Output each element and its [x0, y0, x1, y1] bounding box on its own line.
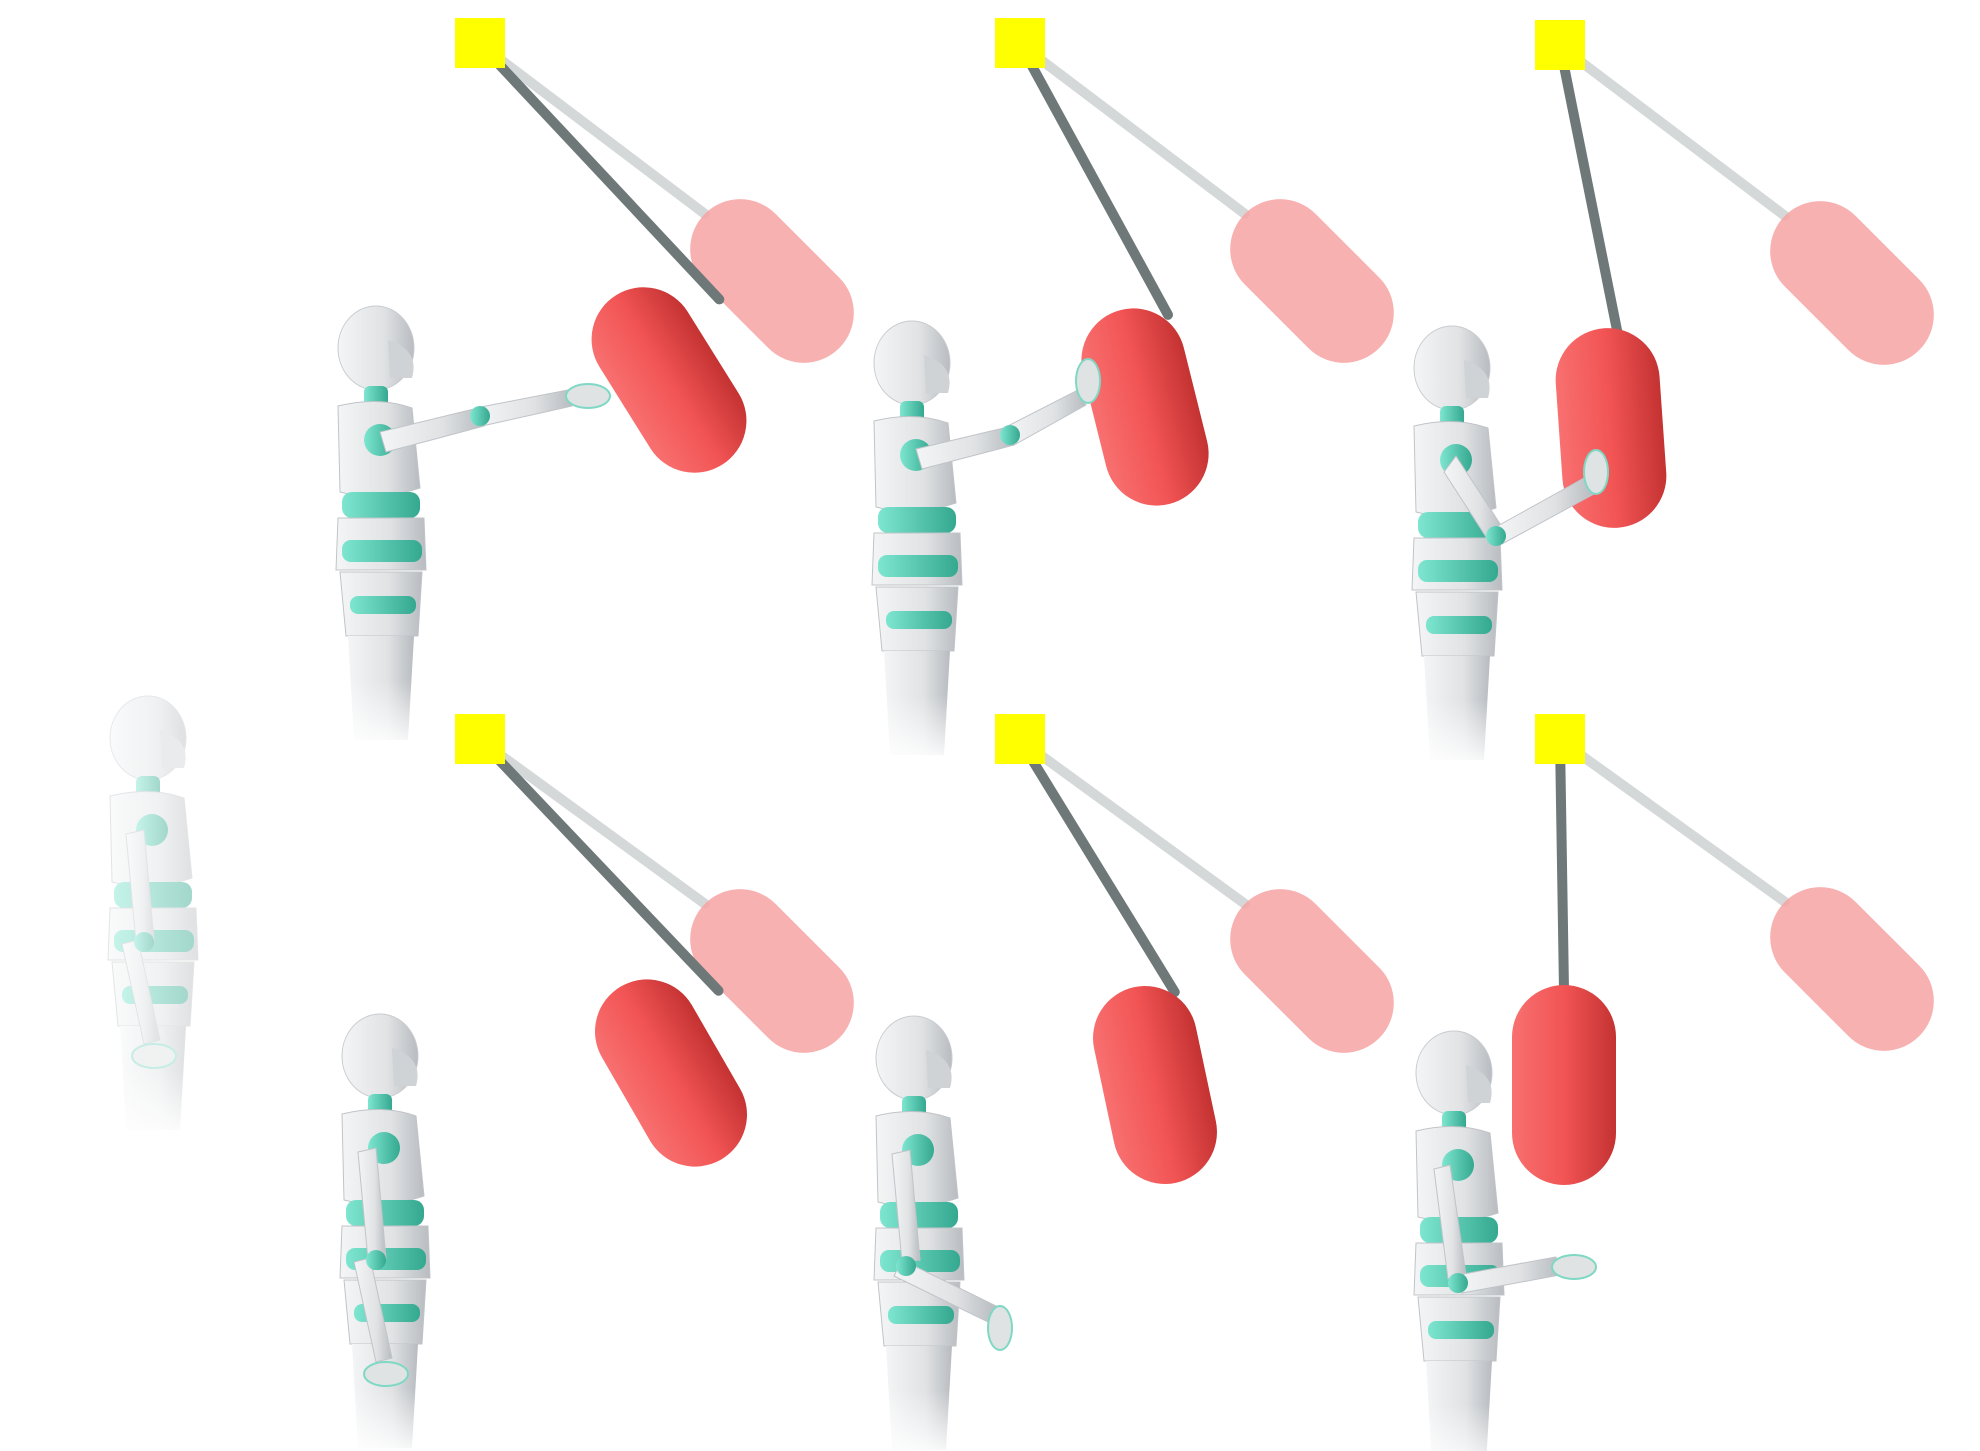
ghost-rope	[475, 735, 710, 909]
faded-robot-icon	[100, 695, 210, 1140]
robot-waist	[342, 492, 420, 518]
humanoid-robot-icon	[1406, 1030, 1597, 1451]
robot-elbow	[896, 1256, 916, 1276]
robot-forearm	[475, 389, 573, 427]
robot-legs-fade	[328, 680, 438, 750]
humanoid-robot-icon	[866, 1015, 1013, 1451]
robot-hip-joint	[1428, 1321, 1494, 1339]
robot-belt	[342, 540, 422, 562]
robot-upper-arm	[1433, 1164, 1467, 1280]
robot-elbow	[1448, 1273, 1468, 1293]
punching-bag-icon	[591, 287, 747, 473]
robot-hip-joint	[886, 611, 952, 629]
ghost-bag-icon	[690, 889, 854, 1053]
robot-waist	[114, 882, 192, 908]
anchor-icon	[1535, 714, 1585, 764]
robot-visor	[160, 730, 186, 768]
robot-hand	[987, 1305, 1013, 1351]
robot-elbow	[1486, 526, 1506, 546]
ghost-rope	[475, 39, 710, 219]
robot-legs-fade	[1404, 700, 1514, 770]
robot-legs-fade	[100, 1070, 210, 1140]
robot-hand	[1075, 358, 1101, 404]
robot-hand	[565, 383, 611, 409]
anchor-icon	[455, 18, 505, 68]
anchor-icon	[455, 714, 505, 764]
frame-6	[1406, 714, 1934, 1451]
humanoid-robot-icon	[1404, 325, 1609, 770]
rope	[475, 39, 725, 305]
robot-legs-fade	[864, 695, 974, 765]
robot-visor	[392, 1048, 418, 1086]
robot-hip-joint	[888, 1306, 954, 1324]
robot-hand	[363, 1361, 409, 1387]
robot-visor	[1464, 360, 1490, 398]
ghost-rope	[1555, 41, 1790, 221]
robot-hand	[131, 1043, 177, 1069]
robot-belt	[878, 555, 958, 577]
rope	[1015, 39, 1173, 320]
humanoid-robot-icon	[328, 305, 611, 750]
robot-visor	[926, 1050, 952, 1088]
anchor-icon	[1535, 20, 1585, 70]
anchor-icon	[995, 714, 1045, 764]
ghost-rope	[1015, 39, 1250, 219]
rope	[1555, 735, 1569, 995]
rope	[1555, 41, 1623, 339]
rope	[475, 735, 724, 996]
ghost-bag-icon	[1770, 201, 1934, 365]
robot-legs-fade	[1406, 1405, 1516, 1451]
punching-bag-icon	[1081, 308, 1209, 506]
robot-waist	[346, 1200, 424, 1226]
robot-waist	[880, 1202, 958, 1228]
robot-hand	[1583, 449, 1609, 495]
frame-2	[864, 18, 1394, 765]
ghost-rope	[1555, 735, 1790, 907]
robot-elbow	[366, 1250, 386, 1270]
robot-elbow	[470, 406, 490, 426]
ghost-bag-icon	[1770, 887, 1934, 1051]
robot-visor	[924, 355, 950, 393]
rope	[1015, 735, 1180, 998]
robot-hand	[1551, 1254, 1597, 1280]
robot-legs-fade	[332, 1388, 442, 1451]
robot-elbow	[1000, 425, 1020, 445]
robot-hip-joint	[350, 596, 416, 614]
punching-bag-icon	[1512, 985, 1616, 1185]
ghost-bag-icon	[1230, 889, 1394, 1053]
ghost-bag-icon	[1230, 199, 1394, 363]
robot-belt	[1418, 560, 1498, 582]
humanoid-robot-icon	[332, 1013, 442, 1451]
robot-visor	[388, 340, 414, 378]
robot-waist	[878, 507, 956, 533]
robot-legs-fade	[866, 1390, 976, 1451]
anchor-icon	[995, 18, 1045, 68]
punching-bag-icon	[1093, 986, 1217, 1184]
punching-bag-icon	[595, 979, 747, 1167]
robot-elbow	[134, 932, 154, 952]
frame-3	[1404, 20, 1934, 770]
robot-visor	[1466, 1065, 1492, 1103]
humanoid-robot-icon	[864, 320, 1101, 765]
robot-forearm	[121, 939, 161, 1045]
ghost-rope	[1015, 735, 1250, 909]
frame-4	[332, 714, 854, 1451]
frame-1	[328, 18, 854, 750]
frame-5	[866, 714, 1394, 1451]
robot-hip-joint	[1426, 616, 1492, 634]
ghost-bag-icon	[690, 199, 854, 363]
robot-forearm	[353, 1257, 393, 1363]
